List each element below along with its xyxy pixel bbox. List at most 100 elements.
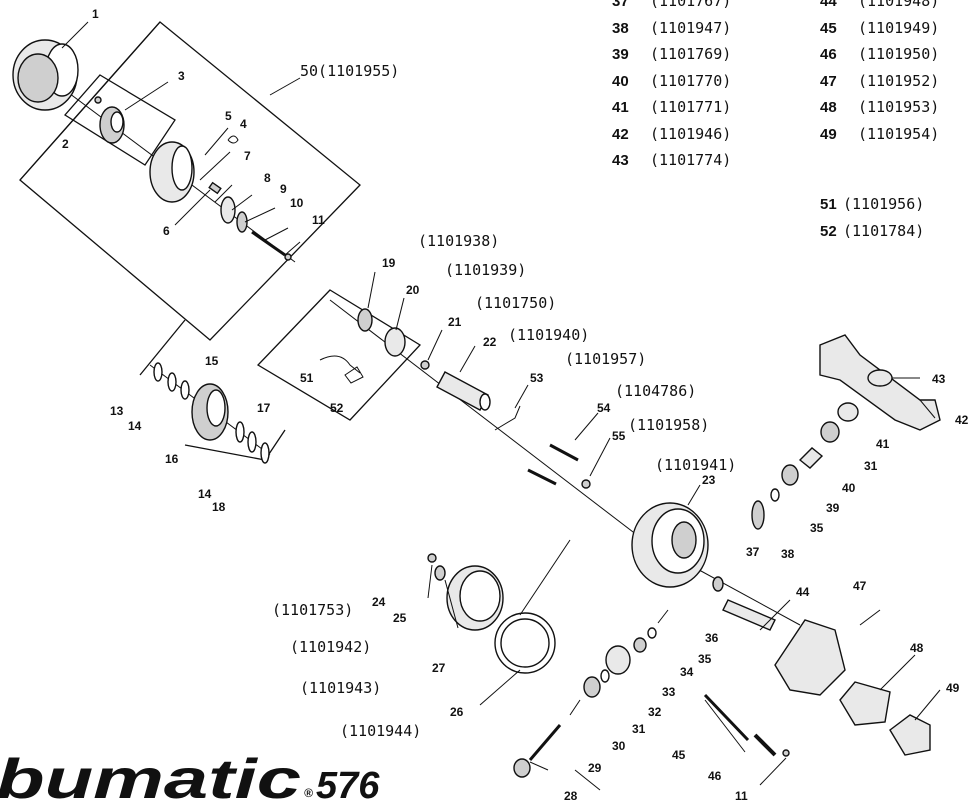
part-27-gear	[446, 565, 504, 631]
code-26b: (1101944)	[340, 722, 421, 740]
part-55-nut	[581, 479, 591, 489]
logo-wordmark: bumatic	[0, 747, 301, 805]
table-code: (1101954)	[858, 125, 939, 143]
part-7-pin	[208, 181, 222, 195]
part-23-sideplate	[631, 502, 709, 588]
part-35b-washer	[647, 627, 657, 639]
table-code: (1101952)	[858, 72, 939, 90]
part-5-housing	[149, 141, 195, 203]
callout-7: 7	[244, 149, 251, 163]
code-23: (1101941)	[655, 456, 736, 474]
part-4-clip	[227, 135, 239, 144]
callout-10: 10	[290, 196, 304, 210]
part-19-gear	[357, 308, 373, 332]
callout-46: 46	[708, 769, 722, 783]
callout-18: 18	[212, 500, 226, 514]
brand-logo: bumatic ® 576	[0, 747, 380, 805]
table-no: 42	[612, 126, 629, 143]
callout-17: 17	[257, 401, 271, 415]
callout-55: 55	[612, 429, 626, 443]
callout-27: 27	[432, 661, 446, 675]
part-34-bearing	[633, 637, 647, 653]
table-no: 49	[820, 126, 837, 143]
parts-table: 37 (1101767) 38 (1101947) 39 (1101769) 4…	[612, 0, 939, 240]
part-38-gear	[751, 500, 765, 530]
table-code: (1101956)	[843, 195, 924, 213]
callout-54: 54	[597, 401, 611, 415]
callout-52: 52	[330, 401, 344, 415]
part-54-pin	[549, 443, 579, 462]
logo-model: 576	[316, 765, 380, 805]
callout-30: 30	[612, 739, 626, 753]
part-11b-nut	[782, 749, 790, 757]
part-54b-pin	[527, 468, 557, 486]
part-24-screw	[427, 553, 437, 563]
sub-assembly-frame-19	[256, 289, 422, 421]
part-15-washer	[180, 380, 190, 400]
table-no: 44	[820, 0, 837, 10]
code-19: (1101938)	[418, 232, 499, 250]
part-40-sleeve	[798, 447, 824, 469]
callout-48: 48	[910, 641, 924, 655]
callout-42: 42	[955, 413, 969, 427]
part-29-screw	[528, 724, 562, 761]
table-code: (1101771)	[650, 98, 731, 116]
part-36-pin	[657, 609, 669, 624]
callout-35a: 35	[810, 521, 824, 535]
table-no: 41	[612, 99, 629, 116]
callout-4: 4	[240, 117, 247, 131]
callout-6: 6	[163, 224, 170, 238]
callout-44: 44	[796, 585, 810, 599]
callout-8: 8	[264, 171, 271, 185]
callout-19: 19	[382, 256, 396, 270]
table-code: (1101946)	[650, 125, 731, 143]
part-1-cap	[12, 39, 79, 111]
table-no: 46	[820, 46, 837, 63]
part-39-ratchet	[781, 464, 799, 486]
part-3-spool-cap	[99, 106, 125, 144]
part-52-lever	[344, 366, 364, 384]
callout-20: 20	[406, 283, 420, 297]
table-no: 37	[612, 0, 629, 10]
code-24: (1101753)	[272, 601, 353, 619]
table-code: (1101774)	[650, 151, 731, 169]
table-code: (1101769)	[650, 45, 731, 63]
part-code-callouts: 50(1101955) (1101938) (1101939) (1101750…	[272, 62, 736, 740]
logo-registered: ®	[304, 786, 313, 800]
part-26-ring	[494, 612, 556, 674]
callout-26: 26	[450, 705, 464, 719]
part-41-nut	[837, 402, 859, 422]
part-31b-bearing	[583, 676, 601, 698]
table-no: 47	[820, 73, 837, 90]
callout-22: 22	[483, 335, 497, 349]
table-code: (1101953)	[858, 98, 939, 116]
callout-14b: 14	[198, 487, 212, 501]
code-26a: (1101943)	[300, 679, 381, 697]
callout-9: 9	[280, 182, 287, 196]
callout-numbers: 1 2 3 4 5 6 7 8 9 10 11 13 14 15 16 17 1…	[62, 7, 969, 803]
part-31a-bearing	[820, 421, 840, 443]
callout-35b: 35	[698, 652, 712, 666]
code-50: 50(1101955)	[300, 62, 399, 80]
part-28-knob	[513, 758, 531, 778]
callout-38: 38	[781, 547, 795, 561]
callout-37: 37	[746, 545, 760, 559]
code-20: (1101939)	[445, 261, 526, 279]
code-22: (1101940)	[508, 326, 589, 344]
part-20-bearing	[384, 327, 406, 357]
table-code: (1101770)	[650, 72, 731, 90]
callout-31a: 31	[864, 459, 878, 473]
table-no: 43	[612, 152, 629, 169]
callout-2: 2	[62, 137, 69, 151]
part-53-spring	[494, 405, 521, 431]
part-18-washer	[260, 442, 270, 464]
part-33-cap	[605, 645, 631, 675]
callout-23: 23	[702, 473, 716, 487]
table-code: (1101767)	[650, 0, 731, 10]
callout-31b: 31	[632, 722, 646, 736]
callout-28: 28	[564, 789, 578, 803]
callout-51: 51	[300, 371, 314, 385]
table-code: (1101784)	[843, 222, 924, 240]
part-25-washer	[434, 565, 446, 581]
part-48-cover	[839, 681, 891, 726]
